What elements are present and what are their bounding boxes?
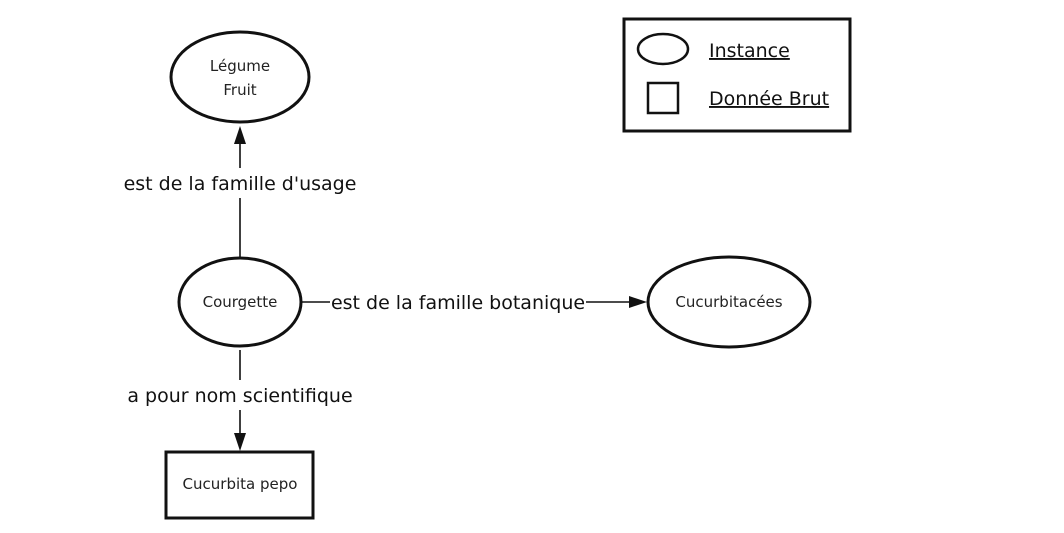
- edge-botanique-arrowhead: [629, 296, 647, 308]
- node-courgette: Courgette: [177, 256, 303, 348]
- node-courgette-label: Courgette: [203, 293, 278, 311]
- node-fruit-label: Fruit: [223, 81, 256, 99]
- node-courgette-ellipse: [177, 256, 303, 348]
- edge-usage-arrowhead: [234, 126, 246, 144]
- edge-botanique-label: est de la famille botanique: [331, 292, 585, 314]
- node-legume-label: Légume: [210, 57, 270, 75]
- edge-scientifique-label-bg: [120, 380, 360, 410]
- legend-instance-ellipse: [636, 32, 690, 66]
- legend: Instance Donnée Brut: [622, 17, 852, 133]
- legend-donnee-brut-label: Donnée Brut: [709, 88, 829, 110]
- legend-instance-label: Instance: [709, 40, 790, 62]
- node-cucurbitacees-ellipse: [646, 255, 812, 349]
- edge-botanique-label-bg: [330, 288, 586, 316]
- edge-usage: est de la famille d'usage: [118, 126, 362, 258]
- edge-botanique: est de la famille botanique: [302, 288, 647, 316]
- edge-usage-label-bg: [118, 168, 362, 198]
- node-legume-fruit-ellipse: [169, 30, 311, 124]
- edge-scientifique-arrowhead: [234, 433, 246, 451]
- legend-donnee-brut-square: [646, 81, 680, 115]
- node-cucurbita-pepo: Cucurbita pepo: [164, 450, 315, 520]
- node-cucurbita-pepo-label: Cucurbita pepo: [183, 475, 298, 493]
- node-cucurbitacees: Cucurbitacées: [646, 255, 812, 349]
- edge-scientifique: a pour nom scientifique: [120, 350, 360, 451]
- node-cucurbita-pepo-rect: [164, 450, 315, 520]
- edge-scientifique-label: a pour nom scientifique: [127, 385, 352, 407]
- node-legume-fruit: Légume Fruit: [169, 30, 311, 124]
- node-cucurbitacees-label: Cucurbitacées: [675, 293, 782, 311]
- edge-usage-label: est de la famille d'usage: [124, 173, 357, 195]
